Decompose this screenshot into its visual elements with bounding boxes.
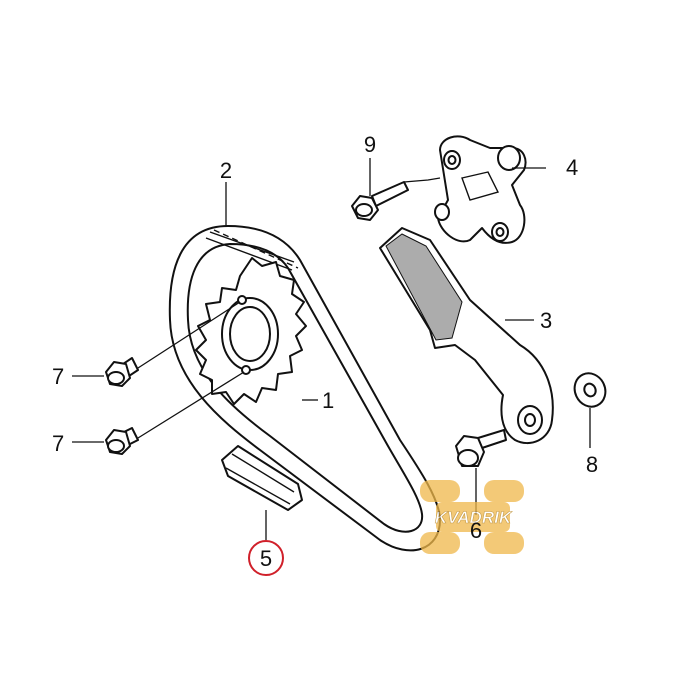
chain-guide-5 [221, 445, 303, 511]
washer-8 [573, 372, 607, 408]
tensioner-lifter-4 [434, 135, 527, 244]
callout-6: 6 [470, 518, 482, 543]
highlighted-callout-5[interactable]: 5 [248, 540, 284, 576]
sprocket-1 [195, 257, 307, 405]
callout-9: 9 [364, 132, 376, 157]
callout-4: 4 [566, 155, 578, 180]
callout-5: 5 [260, 546, 272, 571]
callout-7-lower: 7 [52, 431, 64, 456]
callout-2: 2 [220, 158, 232, 183]
callout-8: 8 [586, 452, 598, 477]
watermark-logo: KVADRIK [420, 480, 524, 554]
leader-lines [72, 158, 591, 540]
bolt-7-lower [105, 427, 139, 455]
bolt-9 [351, 181, 409, 221]
callout-3: 3 [540, 308, 552, 333]
highlight-circle [248, 540, 284, 576]
watermark-text: KVADRIK [435, 508, 513, 527]
bolt-6 [455, 429, 507, 467]
bolt-7-upper [105, 357, 139, 387]
callout-7-upper: 7 [52, 364, 64, 389]
tensioner-arm-3 [379, 227, 554, 445]
callout-1: 1 [322, 388, 334, 413]
